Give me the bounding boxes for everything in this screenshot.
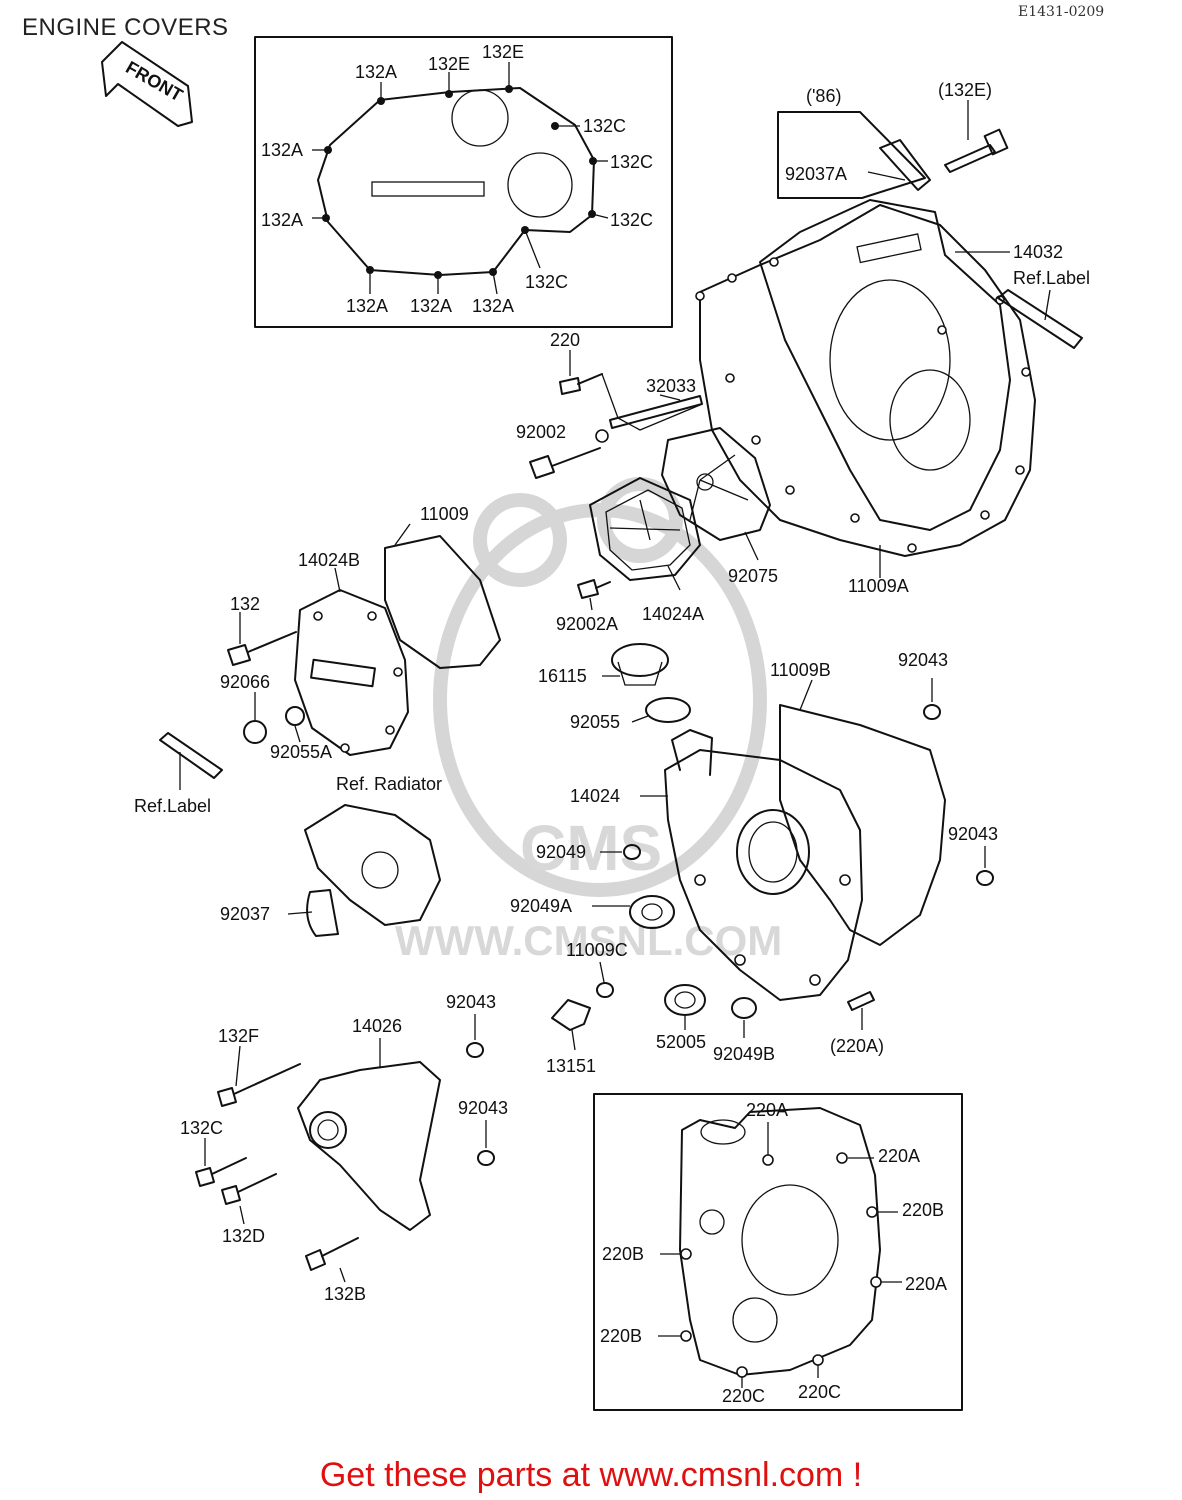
callout-92049: 92049 [536,842,586,862]
callout-16115: 16115 [538,666,587,686]
front-arrow: FRONT [101,41,193,127]
callout-92002A: 92002A [556,614,618,634]
callout-132E-paren: (132E) [938,80,992,100]
callout-132A-left-1: 132A [261,140,303,160]
callout-220A-inset-1: 220A [746,1100,788,1120]
inset-cover-screws: 220A 220A 220B 220B 220A 220B 220C 220C [593,1093,963,1411]
callout-32033: 32033 [646,376,696,396]
callout-132C-low: 132C [180,1118,223,1138]
part-14024A-pump-cover: 92075 14024A 92002A [556,427,778,634]
callout-220A-inset-2: 220A [878,1146,920,1166]
callout-14024: 14024 [570,786,620,806]
callout-220C-inset-1: 220C [722,1386,765,1406]
callout-92049B: 92049B [713,1044,775,1064]
callout-220B-inset-3: 220B [600,1326,642,1346]
callout-132A-bottom-1: 132A [346,296,388,316]
callout-220A-inset-3: 220A [905,1274,947,1294]
ref-label-strip-left: Ref.Label [134,732,223,816]
callout-92043-d: 92043 [458,1098,508,1118]
callout-132E-b: 132E [482,42,524,62]
callout-11009B: 11009B [770,660,831,680]
callout-11009: 11009 [420,504,469,524]
callout-92043-a: 92043 [898,650,948,670]
part-92037A-group: ('86) 92037A (132E) [777,80,1009,199]
callout-92055: 92055 [570,712,620,732]
callout-14032: 14032 [1013,242,1063,262]
callout-ref-radiator: Ref. Radiator [336,774,442,794]
callout-220B-inset-2: 220B [602,1244,644,1264]
callout-11009C: 11009C [566,940,628,960]
callout-92049A: 92049A [510,896,572,916]
callout-14024A: 14024A [642,604,704,624]
callout-132C-4: 132C [525,272,568,292]
part-14024B-clutch-cover: 11009 14024B 132 92066 92055A [220,504,501,762]
part-16115-filler-cap: 16115 92055 [538,643,691,732]
callout-132: 132 [230,594,260,614]
seals-and-small-parts: 92049 92049A 11009C 13151 52005 92049B (… [510,842,884,1076]
callout-11009A: 11009A [848,576,909,596]
callout-14024B: 14024B [298,550,360,570]
callout-132D: 132D [222,1226,265,1246]
ref-label-strip-right: Ref.Label [997,268,1090,349]
part-water-pump: Ref. Radiator 92037 [220,774,442,937]
callout-220: 220 [550,330,580,350]
watermark-text: WWW.CMSNL.COM [395,917,782,964]
callout-132A-top: 132A [355,62,397,82]
callout-92037: 92037 [220,904,270,924]
callout-ref-label-left: Ref.Label [134,796,211,816]
callout-ref-label-right: Ref.Label [1013,268,1090,288]
callout-92037A: 92037A [785,164,847,184]
footer-link[interactable]: Get these parts at www.cmsnl.com ! [319,1456,863,1494]
callout-14026: 14026 [352,1016,402,1036]
callout-132A-bottom-2: 132A [410,296,452,316]
page-title: ENGINE COVERS [22,14,229,41]
callout-132C-1: 132C [583,116,626,136]
callout-132F: 132F [218,1026,259,1046]
part-220-32033-92002: 220 32033 92002 [516,330,703,479]
callout-92043-c: 92043 [446,992,496,1012]
callout-13151: 13151 [546,1056,596,1076]
callout-220A-paren: (220A) [830,1036,884,1056]
part-14024-main-cover: 11009B 14024 92043 92043 [570,650,998,1001]
callout-92055A: 92055A [270,742,332,762]
callout-132A-left-2: 132A [261,210,303,230]
callout-52005: 52005 [656,1032,706,1052]
inset-cover-bolts: 132A 132E 132E 132C 132C 132C 132C 132A … [254,36,673,328]
part-14032-crankcase-cover: 14032 11009A [695,199,1063,596]
callout-86: ('86) [806,86,841,106]
callout-92043-b: 92043 [948,824,998,844]
diagram-code: E1431-0209 [1018,4,1105,20]
callout-132C-2: 132C [610,152,653,172]
callout-132E-a: 132E [428,54,470,74]
part-14026-sprocket-cover: 14026 92043 92043 132F 132C 132D 132B [180,992,508,1304]
callout-92066: 92066 [220,672,270,692]
callout-220B-inset-1: 220B [902,1200,944,1220]
callout-92002: 92002 [516,422,566,442]
callout-92075: 92075 [728,566,778,586]
callout-132B: 132B [324,1284,366,1304]
callout-220C-inset-2: 220C [798,1382,841,1402]
callout-132A-bottom-3: 132A [472,296,514,316]
callout-132C-3: 132C [610,210,653,230]
